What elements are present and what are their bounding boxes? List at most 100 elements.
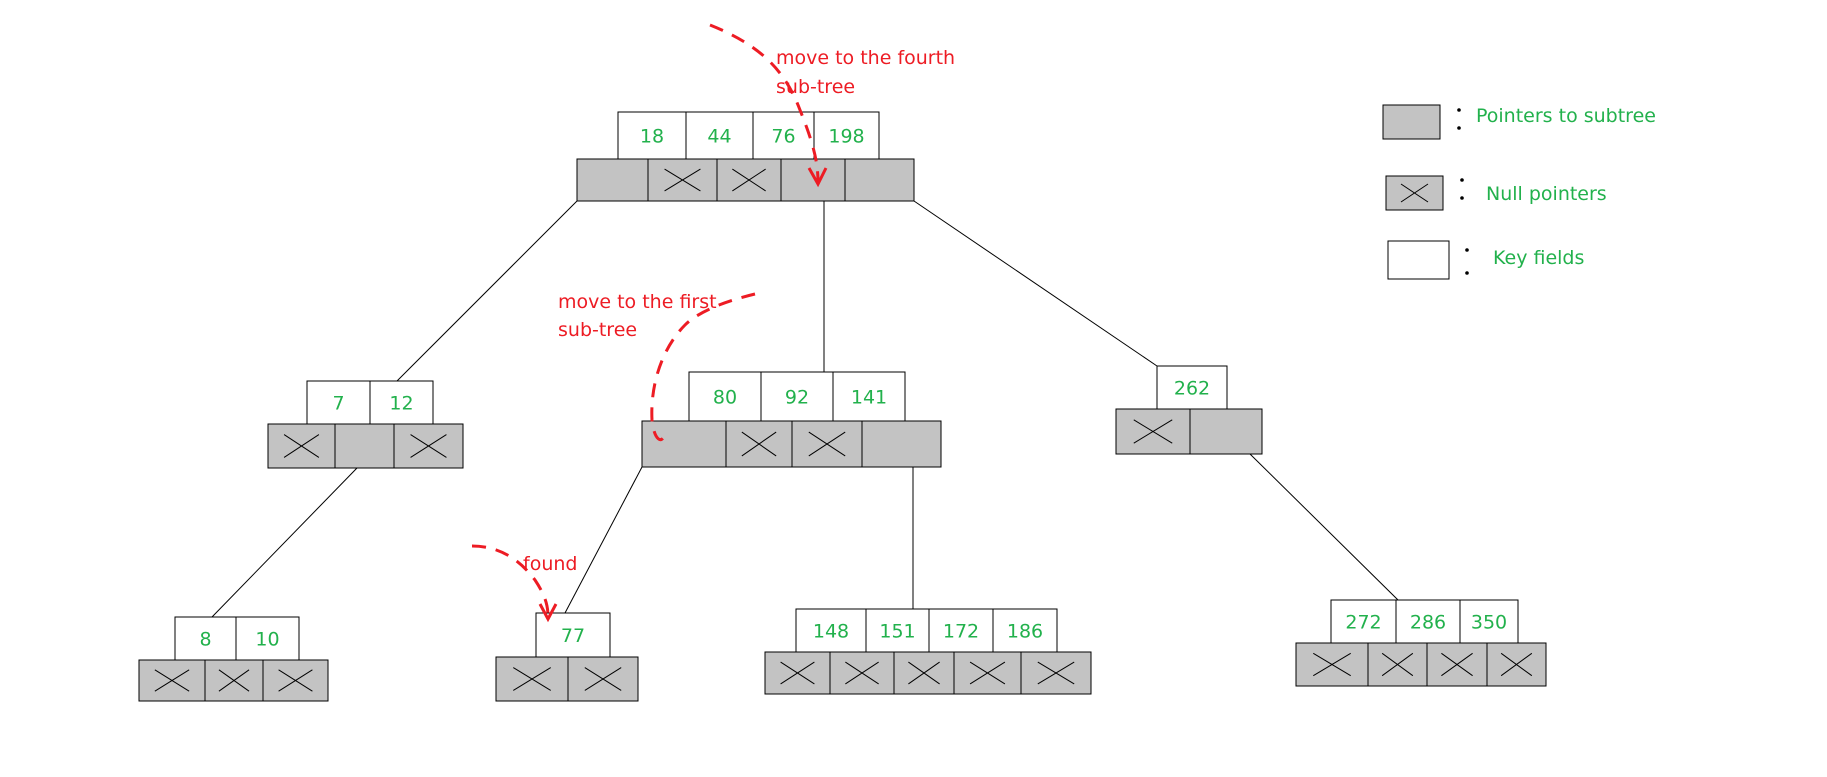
fourth-subtree-arrowhead: [807, 167, 828, 188]
legend-colon-dot: [1460, 178, 1464, 182]
btree-node: 18 44 76 198: [576, 111, 915, 202]
tree-edge: [211, 467, 358, 618]
key-value: 186: [1007, 621, 1043, 643]
legend-colon-dot: [1465, 248, 1469, 252]
legend-keys-label: Key fields: [1493, 247, 1584, 269]
key-cell: [752, 111, 815, 160]
null-cross-icon: [664, 168, 701, 192]
found-arrowhead: [538, 603, 558, 623]
btree-node: 148 151 172 186: [764, 608, 1092, 695]
tree-nodes: 18 44 76 198 7 12 80 92 141 262 8 10 77 148 151 172 186 2…: [138, 111, 1547, 702]
found-arrow: [471, 544, 550, 618]
null-cross-icon: [732, 168, 766, 192]
null-cross-icon: [1133, 419, 1173, 444]
key-value: 80: [713, 387, 737, 409]
null-cross-icon: [780, 661, 815, 685]
null-cross-icon: [969, 661, 1006, 685]
key-cell: [832, 371, 906, 422]
fourth-subtree-label-line2: sub-tree: [776, 76, 855, 98]
key-value: 8: [199, 629, 211, 651]
tree-edge: [1249, 453, 1399, 601]
key-cell: [369, 380, 434, 425]
key-cell: [813, 111, 880, 160]
key-value: 10: [255, 629, 279, 651]
subtree-pointer-cell: [780, 158, 846, 202]
key-cell: [760, 371, 834, 422]
null-cross-icon: [278, 669, 313, 692]
null-cross-icon: [513, 667, 551, 691]
btree-node: 8 10: [138, 616, 329, 702]
subtree-pointer-cell: [861, 420, 942, 468]
key-value: 92: [785, 387, 809, 409]
btree-node: 80 92 141: [641, 371, 942, 468]
fourth-subtree-label-line1: move to the fourth: [776, 47, 955, 69]
subtree-pointer-cell: [576, 158, 649, 202]
legend-null-cross-icon: [1400, 183, 1429, 203]
key-cell: [685, 111, 754, 160]
legend-key-swatch: [1387, 240, 1450, 280]
btree-node: 77: [495, 612, 639, 702]
key-cell: [688, 371, 762, 422]
btree-node: 7 12: [267, 380, 464, 469]
key-value: 148: [813, 621, 849, 643]
key-value: 151: [879, 621, 915, 643]
key-value: 12: [389, 393, 413, 415]
tree-edge: [564, 466, 643, 614]
key-value: 141: [851, 387, 887, 409]
key-cell: [1330, 599, 1397, 644]
key-value: 262: [1174, 378, 1210, 400]
tree-edge: [913, 200, 1158, 367]
key-value: 44: [707, 126, 731, 148]
null-cross-icon: [908, 661, 940, 685]
null-cross-icon: [845, 661, 879, 685]
subtree-pointer-cell: [641, 420, 727, 468]
legend-pointers-label: Pointers to subtree: [1476, 105, 1656, 127]
key-value: 272: [1345, 612, 1381, 634]
key-value: 286: [1410, 612, 1446, 634]
null-cross-icon: [154, 669, 190, 692]
btree-node: 272 286 350: [1295, 599, 1547, 687]
tree-edge: [396, 200, 578, 382]
legend-null-label: Null pointers: [1486, 183, 1607, 205]
first-subtree-label-line1: move to the first: [558, 291, 717, 313]
key-cell: [1156, 365, 1228, 410]
first-subtree-label-line2: sub-tree: [558, 319, 637, 341]
subtree-pointer-cell: [844, 158, 915, 202]
legend-colon-dot: [1460, 196, 1464, 200]
subtree-pointer-cell: [334, 423, 395, 469]
fourth-subtree-arrow: [709, 23, 820, 183]
legend-pointer-swatch: [1382, 104, 1441, 140]
null-cross-icon: [218, 669, 250, 692]
key-value: 172: [943, 621, 979, 643]
key-value: 18: [640, 126, 664, 148]
found-label: found: [523, 553, 577, 575]
key-value: 76: [771, 126, 795, 148]
null-cross-icon: [741, 431, 777, 457]
null-cross-icon: [584, 667, 622, 691]
null-cross-icon: [1037, 661, 1075, 685]
null-cross-icon: [1441, 652, 1473, 677]
legend-colon-dot: [1457, 108, 1461, 112]
null-cross-icon: [410, 434, 447, 458]
null-cross-icon: [283, 434, 320, 458]
legend: Pointers to subtree Null pointers Key fi…: [1382, 104, 1656, 280]
null-cross-icon: [1313, 652, 1351, 677]
key-value: 198: [828, 126, 864, 148]
null-cross-icon: [808, 431, 846, 457]
key-value: 77: [561, 625, 585, 647]
null-cross-icon: [1500, 652, 1533, 677]
key-cell: [992, 608, 1058, 653]
key-cell: [928, 608, 994, 653]
key-cell: [1459, 599, 1519, 644]
tree-edges: [211, 200, 1399, 618]
subtree-pointer-cell: [1189, 408, 1263, 455]
key-value: 350: [1471, 612, 1507, 634]
legend-colon-dot: [1465, 271, 1469, 275]
btree-node: 262: [1115, 365, 1263, 455]
search-annotations: move to the fourth sub-tree move to the …: [471, 23, 955, 623]
key-value: 7: [332, 393, 344, 415]
key-cell: [306, 380, 371, 425]
first-subtree-arrow: [650, 292, 756, 442]
null-cross-icon: [1381, 652, 1414, 677]
